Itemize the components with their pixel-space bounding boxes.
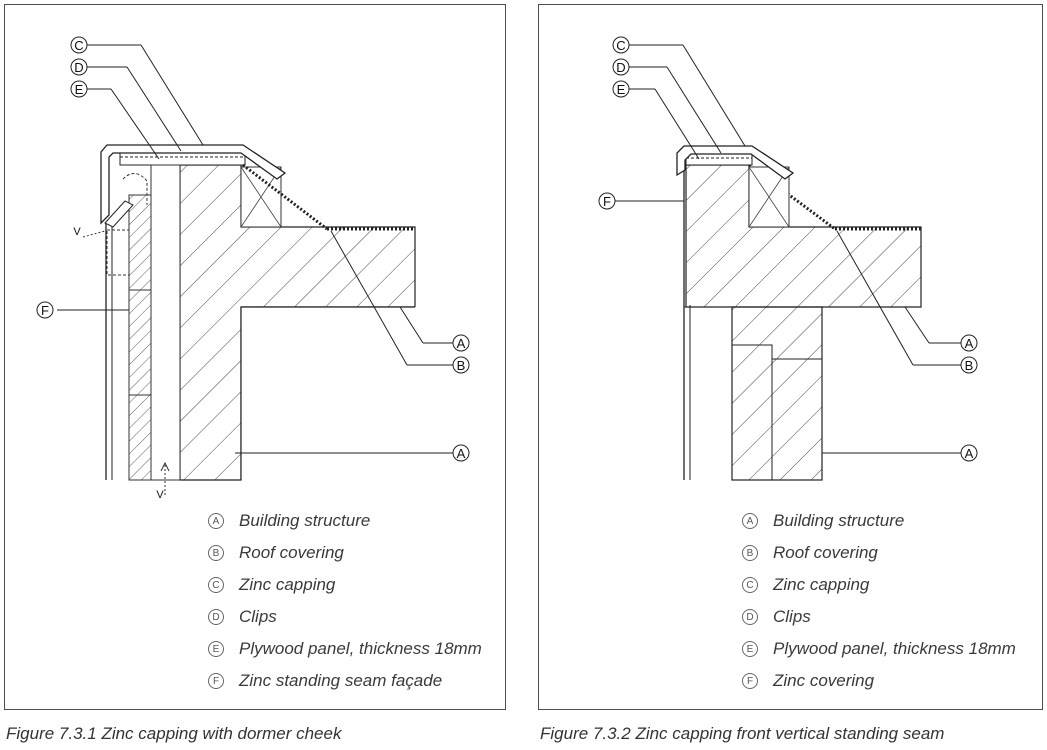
legend-badge: D bbox=[208, 609, 224, 625]
legend-badge: A bbox=[208, 513, 224, 529]
legend-item-c: C Zinc capping bbox=[742, 569, 1016, 601]
legend-text: Clips bbox=[773, 607, 811, 626]
svg-text:E: E bbox=[617, 82, 626, 97]
legend-item-a: A Building structure bbox=[742, 505, 1016, 537]
svg-text:C: C bbox=[74, 38, 83, 53]
legend-badge: C bbox=[742, 577, 758, 593]
callout-b: B bbox=[960, 356, 978, 374]
callout-e: E bbox=[70, 80, 88, 98]
svg-text:D: D bbox=[616, 60, 625, 75]
legend-item-f: F Zinc standing seam façade bbox=[208, 665, 482, 697]
legend-badge: C bbox=[208, 577, 224, 593]
legend: A Building structure B Roof covering C Zinc… bbox=[208, 505, 482, 697]
svg-text:B: B bbox=[457, 358, 466, 373]
figure-7-3-2-panel: C D E F A B A A Building structure B Roof … bbox=[538, 4, 1043, 710]
svg-text:D: D bbox=[74, 60, 83, 75]
legend-badge: B bbox=[208, 545, 224, 561]
legend-item-b: B Roof covering bbox=[742, 537, 1016, 569]
svg-text:A: A bbox=[457, 336, 466, 351]
callout-c: C bbox=[612, 36, 630, 54]
legend-text: Roof covering bbox=[773, 543, 878, 562]
legend-text: Clips bbox=[239, 607, 277, 626]
legend-text: Building structure bbox=[239, 511, 371, 530]
legend-badge: F bbox=[742, 673, 758, 689]
legend-item-d: D Clips bbox=[742, 601, 1016, 633]
legend-text: Zinc standing seam façade bbox=[239, 671, 443, 690]
callout-d: D bbox=[612, 58, 630, 76]
legend-item-c: C Zinc capping bbox=[208, 569, 482, 601]
legend-text: Zinc capping bbox=[239, 575, 336, 594]
callout-a-lower: A bbox=[452, 444, 470, 462]
legend-item-b: B Roof covering bbox=[208, 537, 482, 569]
svg-text:A: A bbox=[457, 446, 466, 461]
figure-caption-left: Figure 7.3.1 Zinc capping with dormer ch… bbox=[6, 724, 342, 743]
zinc-capping bbox=[676, 145, 795, 180]
callout-e: E bbox=[612, 80, 630, 98]
legend-text: Plywood panel, thickness 18mm bbox=[239, 639, 482, 658]
callout-a-upper: A bbox=[960, 334, 978, 352]
legend-item-a: A Building structure bbox=[208, 505, 482, 537]
figure-caption-right: Figure 7.3.2 Zinc capping front vertical… bbox=[540, 724, 945, 743]
callout-b: B bbox=[452, 356, 470, 374]
legend: A Building structure B Roof covering C Zinc… bbox=[742, 505, 1016, 697]
svg-text:A: A bbox=[965, 336, 974, 351]
svg-text:F: F bbox=[603, 194, 611, 209]
legend-item-f: F Zinc covering bbox=[742, 665, 1016, 697]
zinc-capping bbox=[100, 144, 287, 225]
legend-item-e: E Plywood panel, thickness 18mm bbox=[742, 633, 1016, 665]
inner-wall bbox=[241, 307, 417, 480]
svg-text:F: F bbox=[41, 303, 49, 318]
callout-d: D bbox=[70, 58, 88, 76]
section-marker-lower: V bbox=[156, 489, 164, 501]
legend-badge: A bbox=[742, 513, 758, 529]
callout-f: F bbox=[598, 192, 616, 210]
callout-a-upper: A bbox=[452, 334, 470, 352]
legend-text: Building structure bbox=[773, 511, 905, 530]
svg-text:E: E bbox=[75, 82, 84, 97]
legend-text: Zinc covering bbox=[773, 671, 875, 690]
legend-badge: E bbox=[208, 641, 224, 657]
legend-badge: E bbox=[742, 641, 758, 657]
legend-item-e: E Plywood panel, thickness 18mm bbox=[208, 633, 482, 665]
svg-text:A: A bbox=[965, 446, 974, 461]
legend-text: Plywood panel, thickness 18mm bbox=[773, 639, 1016, 658]
callout-a-lower: A bbox=[960, 444, 978, 462]
callout-f: F bbox=[36, 301, 54, 319]
legend-text: Roof covering bbox=[239, 543, 344, 562]
legend-item-d: D Clips bbox=[208, 601, 482, 633]
svg-text:C: C bbox=[616, 38, 625, 53]
legend-badge: D bbox=[742, 609, 758, 625]
building-structure bbox=[685, 164, 922, 308]
svg-text:B: B bbox=[965, 358, 974, 373]
legend-badge: B bbox=[742, 545, 758, 561]
callout-c: C bbox=[70, 36, 88, 54]
legend-badge: F bbox=[208, 673, 224, 689]
zinc-capping-dormer-cheek-drawing: V V C D E F A B A bbox=[36, 36, 470, 501]
zinc-capping-front-standing-seam-drawing: C D E F A B A bbox=[598, 36, 978, 481]
section-marker-upper: V bbox=[73, 226, 81, 238]
legend-text: Zinc capping bbox=[773, 575, 870, 594]
